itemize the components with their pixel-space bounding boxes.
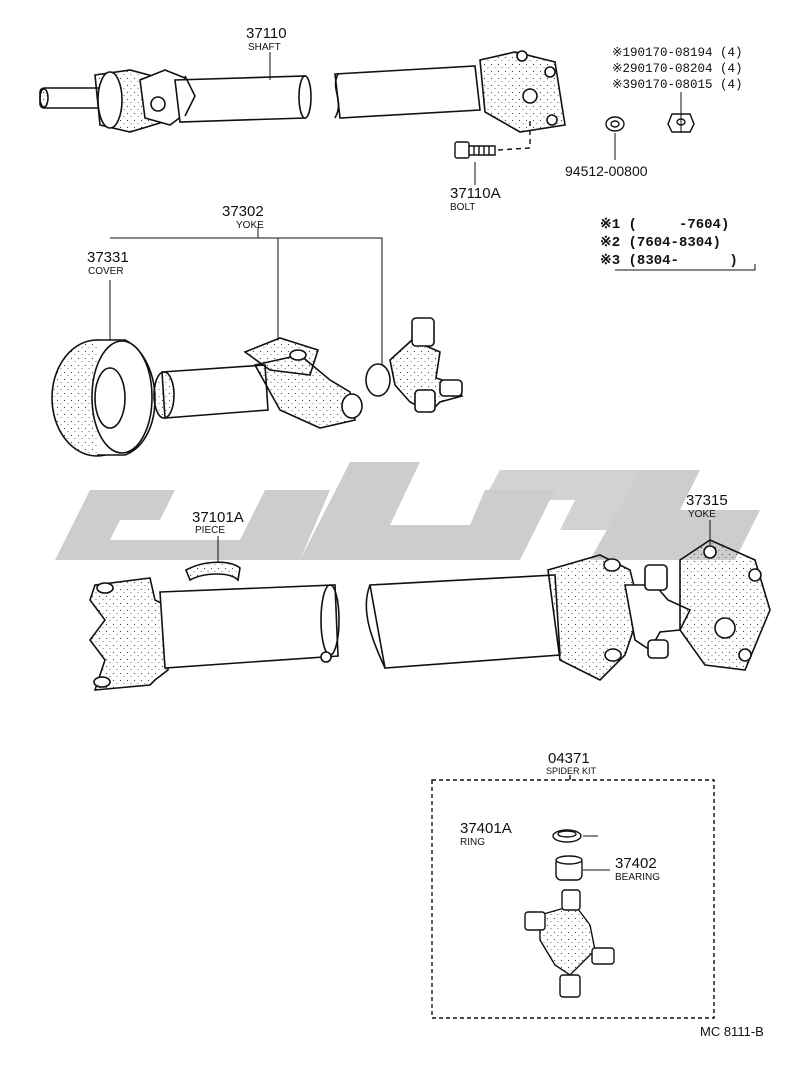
reference-code: MC 8111-B <box>700 1024 764 1039</box>
cover-name: COVER <box>88 266 124 277</box>
leader-lines-lower <box>217 520 711 562</box>
yoke-front-name: YOKE <box>236 220 264 231</box>
nut-variant-1: ※190170-08194 (4) <box>612 46 743 60</box>
yoke-rear-name: YOKE <box>688 509 716 520</box>
bolt-number: 37110A <box>450 185 501 202</box>
ring-name: RING <box>460 837 485 848</box>
main-shaft-drawing <box>89 539 771 691</box>
bearing-number: 37402 <box>615 855 657 872</box>
spider-kit-name: SPIDER KIT <box>546 766 597 776</box>
nut-variant-3: ※390170-08015 (4) <box>612 78 743 92</box>
washer-number: 94512-00800 <box>565 163 648 179</box>
leader-lines-top <box>269 52 756 271</box>
bolt-drawing <box>454 118 531 159</box>
yoke-rear-number: 37315 <box>686 492 728 509</box>
bearing-name: BEARING <box>615 872 660 883</box>
labels: 37110 SHAFT ※190170-08194 (4) ※290170-08… <box>87 25 764 1039</box>
range-2: ※2 (7604-8304) <box>600 235 721 251</box>
shaft-drawing <box>39 50 566 133</box>
shaft-name: SHAFT <box>248 42 281 53</box>
ring-number: 37401A <box>460 820 512 837</box>
cover-number: 37331 <box>87 249 129 266</box>
yoke-front-drawing <box>51 317 464 457</box>
nut-variant-2: ※290170-08204 (4) <box>612 62 743 76</box>
leader-lines-middle <box>109 227 383 365</box>
spider-kit-drawing <box>431 775 715 1019</box>
piece-name: PIECE <box>195 525 225 536</box>
range-1: ※1 ( -7604) <box>600 217 729 233</box>
bolt-name: BOLT <box>450 202 475 213</box>
range-3: ※3 (8304- ) <box>600 253 738 269</box>
piece-number: 37101A <box>192 509 244 526</box>
shaft-number: 37110 <box>246 25 287 42</box>
spider-kit-number: 04371 <box>548 750 590 767</box>
yoke-front-number: 37302 <box>222 203 264 220</box>
